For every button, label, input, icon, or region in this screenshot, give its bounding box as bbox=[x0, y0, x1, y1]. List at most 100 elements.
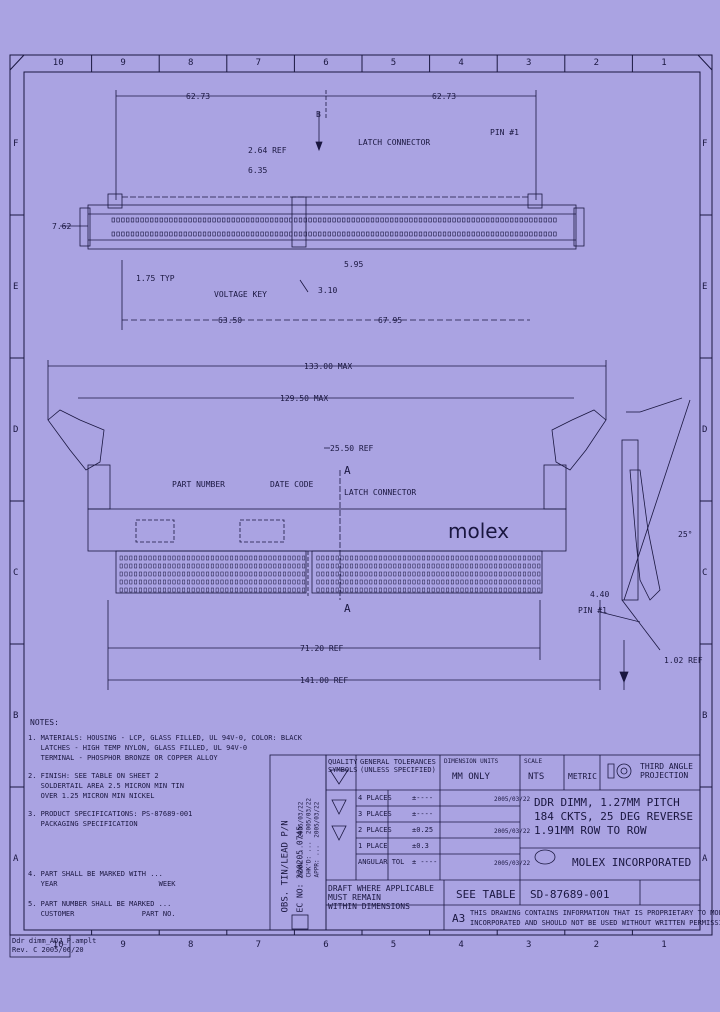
zonesTop-5: 5 bbox=[390, 58, 397, 68]
part-number-label: PART NUMBER bbox=[172, 480, 225, 489]
dim-side: 1.02 REF bbox=[664, 656, 703, 665]
dim-short: 5.95 bbox=[344, 260, 364, 269]
note-1: 1. MATERIALS: HOUSING - LCP, GLASS FILLE… bbox=[28, 734, 302, 742]
zonesRight-0: F bbox=[702, 138, 708, 149]
scale-label: SCALE bbox=[524, 758, 543, 765]
dim-top-right: 62.73 bbox=[432, 92, 457, 101]
tol-row-value-0: ±---- bbox=[412, 794, 434, 802]
dim-top-left: 62.73 bbox=[186, 92, 211, 101]
latch-connector-label: LATCH CONNECTOR bbox=[358, 138, 431, 147]
zonesLeft-0: F bbox=[13, 138, 19, 149]
zonesLeft-2: D bbox=[13, 424, 19, 435]
zonesBottom-8: 2 bbox=[593, 940, 600, 950]
dim-body: 129.50 MAX bbox=[280, 394, 329, 403]
zonesTop-8: 2 bbox=[593, 58, 600, 68]
tol-row-value-3: ±0.3 bbox=[412, 842, 429, 850]
zonesBottom-2: 8 bbox=[188, 940, 194, 950]
tb-date-2: 2005/03/22 bbox=[494, 860, 531, 867]
rev-row-3: APPR: ... 2005/03/22 bbox=[313, 801, 321, 878]
dim-right-len: 67.95 bbox=[378, 316, 403, 325]
note-1c: TERMINAL - PHOSPHOR BRONZE OR COPPER ALL… bbox=[28, 754, 218, 762]
zonesTop-9: 1 bbox=[661, 58, 667, 68]
dim-ref-bottom1: 71.20 REF bbox=[300, 644, 344, 653]
note-2b: SOLDERTAIL AREA 2.5 MICRON MIN TIN bbox=[28, 782, 184, 790]
note-5: 5. PART NUMBER SHALL BE MARKED ... bbox=[28, 900, 172, 908]
zonesBottom-4: 6 bbox=[323, 940, 329, 950]
tol-row-label-4: ANGULAR TOL bbox=[358, 858, 405, 866]
dim-angle: 25° bbox=[678, 530, 693, 539]
note-3: 3. PRODUCT SPECIFICATIONS: PS-87689-001 bbox=[28, 810, 193, 818]
zonesBottom-9: 1 bbox=[661, 940, 667, 950]
tol-row-label-1: 3 PLACES bbox=[358, 810, 392, 818]
zonesTop-7: 3 bbox=[526, 58, 532, 68]
tol-row-label-3: 1 PLACE bbox=[358, 842, 388, 850]
note-5b: CUSTOMER PART NO. bbox=[28, 910, 176, 918]
note-3b: PACKAGING SPECIFICATION bbox=[28, 820, 138, 828]
zonesBottom-1: 9 bbox=[120, 940, 126, 950]
quality-symbols: QUALITY SYMBOLS bbox=[328, 758, 358, 774]
tol-row-value-1: ±---- bbox=[412, 810, 434, 818]
dim-pitch2: 6.35 bbox=[248, 166, 268, 175]
section-a-top: A bbox=[344, 464, 351, 477]
tb-date-0: 2005/03/22 bbox=[494, 796, 531, 803]
zonesBottom-0: 10 bbox=[52, 940, 64, 950]
mm-only: MM ONLY bbox=[452, 772, 490, 782]
zonesRight-2: D bbox=[702, 424, 708, 435]
note-2c: OVER 1.25 MICRON MIN NICKEL bbox=[28, 792, 155, 800]
dimension-units-label: DIMENSION UNITS bbox=[444, 758, 499, 765]
tol-row-value-2: ±0.25 bbox=[412, 826, 434, 834]
date-code-label: DATE CODE bbox=[270, 480, 314, 489]
draft-note: DRAFT WHERE APPLICABLE MUST REMAIN WITHI… bbox=[328, 884, 434, 911]
zonesTop-1: 9 bbox=[120, 58, 126, 68]
general-tolerances: GENERAL TOLERANCES (UNLESS SPECIFIED) bbox=[360, 758, 436, 774]
dim-height: 7.62 bbox=[52, 222, 72, 231]
note-4: 4. PART SHALL BE MARKED WITH ... bbox=[28, 870, 163, 878]
zonesBottom-5: 5 bbox=[390, 940, 397, 950]
dim-pitch: 2.64 REF bbox=[248, 146, 287, 155]
zonesLeft-1: E bbox=[13, 281, 19, 292]
zonesBottom-7: 3 bbox=[526, 940, 532, 950]
zonesTop-0: 10 bbox=[52, 58, 64, 68]
zonesRight-5: A bbox=[702, 853, 708, 864]
zonesLeft-4: B bbox=[13, 710, 19, 721]
zonesBottom-3: 7 bbox=[255, 940, 262, 950]
molex-logo: molex bbox=[448, 519, 510, 543]
pin1-label: PIN #1 bbox=[490, 128, 519, 137]
document-number: SD-87689-001 bbox=[530, 888, 610, 901]
obs-part-number: OBS. TIN/LEAD P/N bbox=[280, 820, 291, 913]
metric-label: METRIC bbox=[568, 772, 597, 781]
zonesBottom-6: 4 bbox=[458, 940, 464, 950]
section-a-bottom: A bbox=[344, 602, 351, 615]
voltage-key-label: VOLTAGE KEY bbox=[214, 290, 267, 299]
zonesTop-6: 4 bbox=[458, 58, 464, 68]
dim-inner: 25.50 REF bbox=[330, 444, 374, 453]
side-pin-label: PIN #1 bbox=[578, 606, 607, 615]
tol-row-label-0: 4 PLACES bbox=[358, 794, 392, 802]
proprietary-notice: THIS DRAWING CONTAINS INFORMATION THAT I… bbox=[470, 909, 720, 927]
dim-left-len: 63.50 bbox=[218, 316, 243, 325]
zonesRight-1: E bbox=[702, 281, 708, 292]
note-2: 2. FINISH: SEE TABLE ON SHEET 2 bbox=[28, 772, 159, 780]
zonesRight-3: C bbox=[702, 567, 708, 578]
latch-connector-label-2: LATCH CONNECTOR bbox=[344, 488, 417, 497]
footer-file: Ddr dimm_ADJ_P.amplt bbox=[12, 937, 97, 945]
view-b-label: B bbox=[316, 110, 321, 119]
note-1b: LATCHES - HIGH TEMP NYLON, GLASS FILLED,… bbox=[28, 744, 248, 752]
zonesTop-2: 8 bbox=[188, 58, 194, 68]
company-name: MOLEX INCORPORATED bbox=[572, 856, 692, 869]
tol-row-value-4: ± ---- bbox=[412, 858, 438, 866]
product-title: DDR DIMM, 1.27MM PITCH 184 CKTS, 25 DEG … bbox=[534, 796, 693, 837]
zonesRight-4: B bbox=[702, 710, 708, 721]
dim-ref-a: 3.10 bbox=[318, 286, 338, 295]
zonesTop-3: 7 bbox=[255, 58, 262, 68]
dim-ref-bottom2: 141.00 REF bbox=[300, 676, 349, 685]
note-4b: YEAR WEEK bbox=[28, 880, 176, 888]
zonesLeft-5: A bbox=[13, 853, 19, 864]
tol-row-label-2: 2 PLACES bbox=[358, 826, 392, 834]
sheet-size: A3 bbox=[452, 912, 466, 925]
dim-overall: 133.00 MAX bbox=[304, 362, 353, 371]
third-angle-projection: THIRD ANGLE PROJECTION bbox=[640, 762, 693, 780]
zonesTop-4: 6 bbox=[323, 58, 329, 68]
